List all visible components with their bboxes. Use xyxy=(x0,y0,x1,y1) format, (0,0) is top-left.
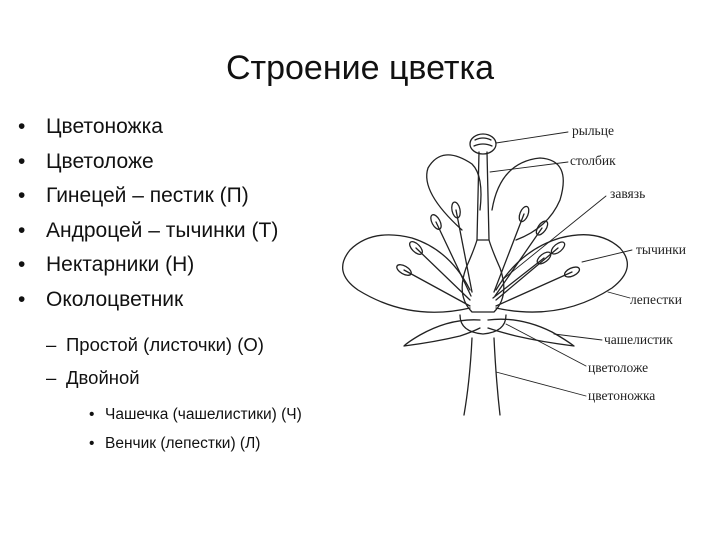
bullet-gynoecium: Гинецей – пестик (П) xyxy=(18,179,302,214)
sub-sub-bullet-corolla: Венчик (лепестки) (Л) xyxy=(18,429,302,458)
label-receptacle: цветоложе xyxy=(588,360,648,375)
leader-petals xyxy=(608,292,630,298)
leader-stigma xyxy=(496,132,568,143)
stamen-filament xyxy=(493,258,544,298)
label-ovary: завязь xyxy=(610,186,645,201)
sepal-left xyxy=(404,320,480,346)
petal-back-left xyxy=(427,155,481,230)
stamen-filament xyxy=(416,248,470,300)
style xyxy=(477,152,489,240)
petal-left xyxy=(343,235,470,312)
petal-right xyxy=(496,235,627,312)
bullet-perianth: Околоцветник xyxy=(18,283,302,318)
sepal-right xyxy=(488,319,574,346)
sub-sub-bullet-calyx: Чашечка (чашелистики) (Ч) xyxy=(18,400,302,429)
bullet-list: Цветоножка Цветоложе Гинецей – пестик (П… xyxy=(18,110,302,458)
leader-style xyxy=(490,162,568,172)
leader-receptacle xyxy=(506,324,586,366)
bullet-nectaries: Нектарники (Н) xyxy=(18,248,302,283)
sub-bullet-simple: Простой (листочки) (О) xyxy=(18,328,302,361)
label-stigma: рыльце xyxy=(572,123,614,138)
stamen-filament xyxy=(404,270,470,306)
stamen-filament xyxy=(495,228,542,296)
label-style: столбик xyxy=(570,153,616,168)
bullet-androecium: Андроцей – тычинки (Т) xyxy=(18,214,302,249)
leader-ovary xyxy=(502,196,606,280)
slide-title: Строение цветка xyxy=(0,46,720,90)
label-petals: лепестки xyxy=(630,292,682,307)
label-sepal: чашелистик xyxy=(604,332,673,347)
sub-bullet-double: Двойной xyxy=(18,361,302,394)
label-stamens: тычинки xyxy=(636,242,686,257)
stigma-lines xyxy=(474,138,492,146)
leader-pedicel xyxy=(496,372,586,396)
label-pedicel: цветоножка xyxy=(588,388,655,403)
leader-stamens xyxy=(582,250,632,262)
pedicel-stalk xyxy=(464,338,500,415)
bullet-pedicel: Цветоножка xyxy=(18,110,302,145)
flower-diagram: рыльце столбик завязь тычинки лепестки ч… xyxy=(320,110,710,420)
bullet-receptacle: Цветоложе xyxy=(18,145,302,180)
